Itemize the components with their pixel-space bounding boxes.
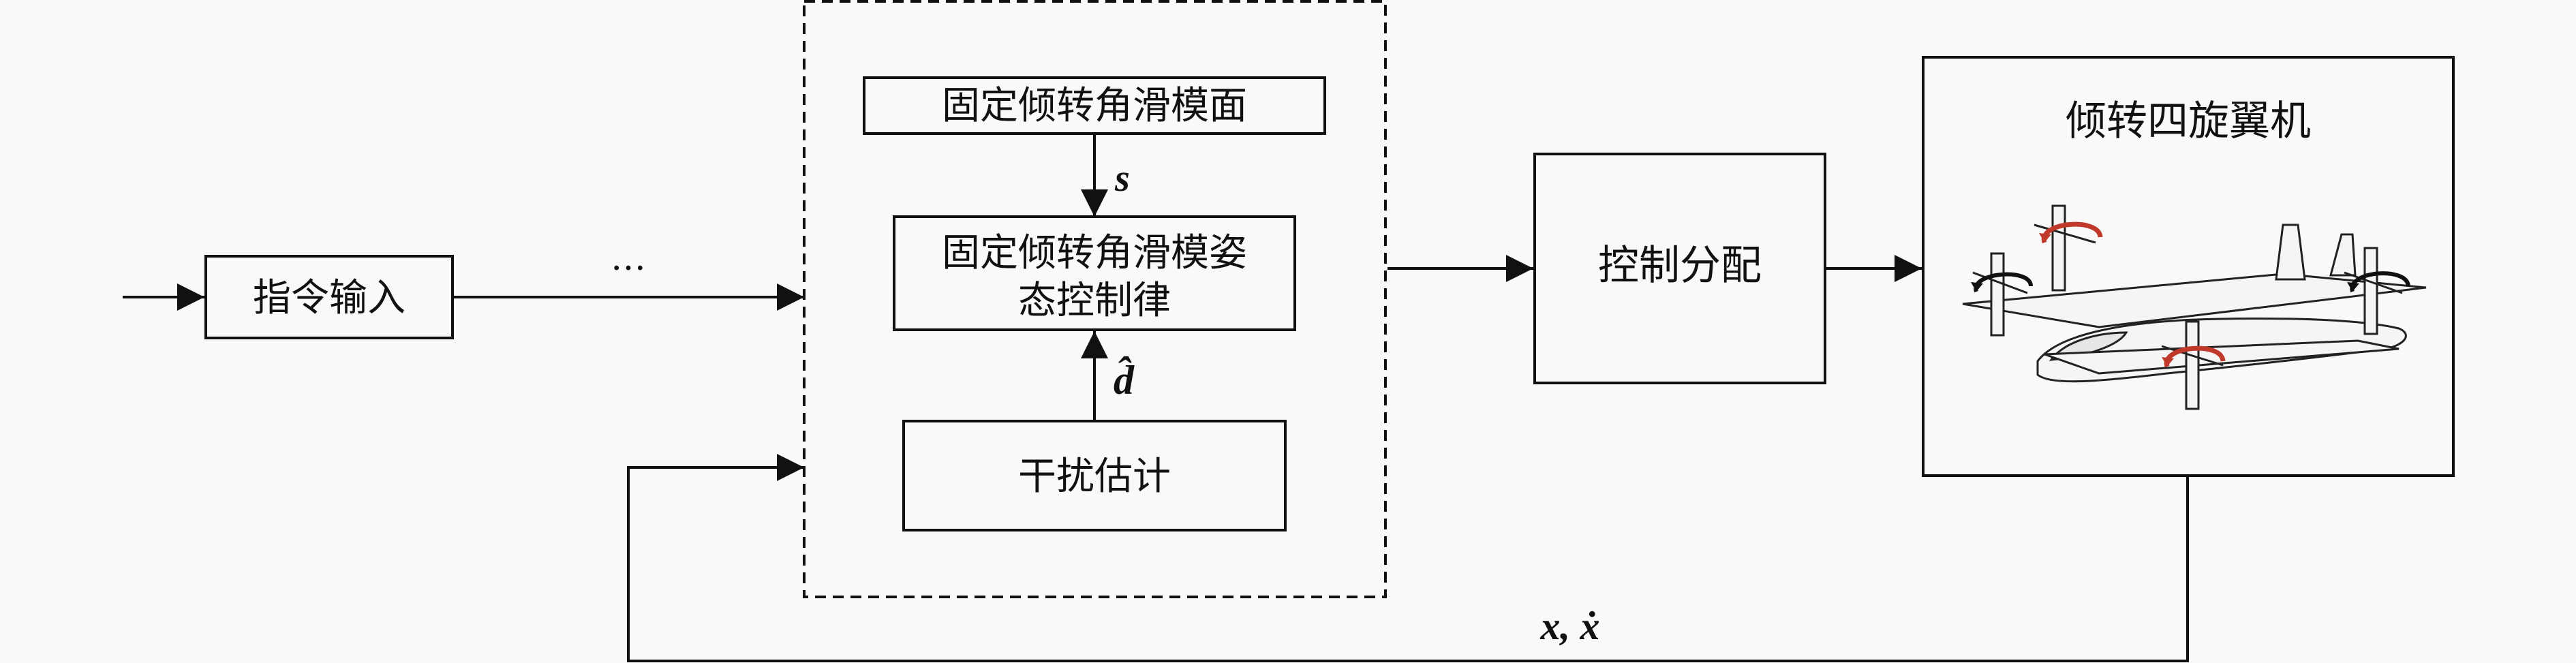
attitude-control-law-block: 固定倾转角滑模姿 态控制律 <box>893 215 1296 331</box>
sliding-surface-label: 固定倾转角滑模面 <box>942 84 1247 128</box>
control-allocation-block: 控制分配 <box>1533 153 1826 384</box>
attitude-law-label-line1: 固定倾转角滑模姿 <box>942 231 1247 275</box>
s-signal-label: s <box>1114 157 1130 200</box>
feedback-path <box>627 454 2189 662</box>
controller-boundary <box>803 0 1387 598</box>
sliding-surface-block: 固定倾转角滑模面 <box>863 76 1326 135</box>
tilt-quadrotor-illustration <box>1962 204 2427 410</box>
ellipsis-label: … <box>611 238 646 279</box>
control-allocation-label: 控制分配 <box>1598 242 1762 290</box>
disturbance-estimation-label: 干扰估计 <box>1018 454 1171 499</box>
command-input-label: 指令输入 <box>253 276 405 320</box>
d-hat-signal-label: d̂ <box>1114 357 1135 403</box>
attitude-law-label-line2: 态控制律 <box>1018 279 1171 323</box>
feedback-signal-label: x, ẋ <box>1540 604 1600 648</box>
disturbance-estimation-block: 干扰估计 <box>902 420 1287 531</box>
command-input-block: 指令输入 <box>204 255 454 339</box>
aircraft-label: 倾转四旋翼机 <box>2066 97 2311 145</box>
aircraft-block: 倾转四旋翼机 <box>1922 56 2455 477</box>
